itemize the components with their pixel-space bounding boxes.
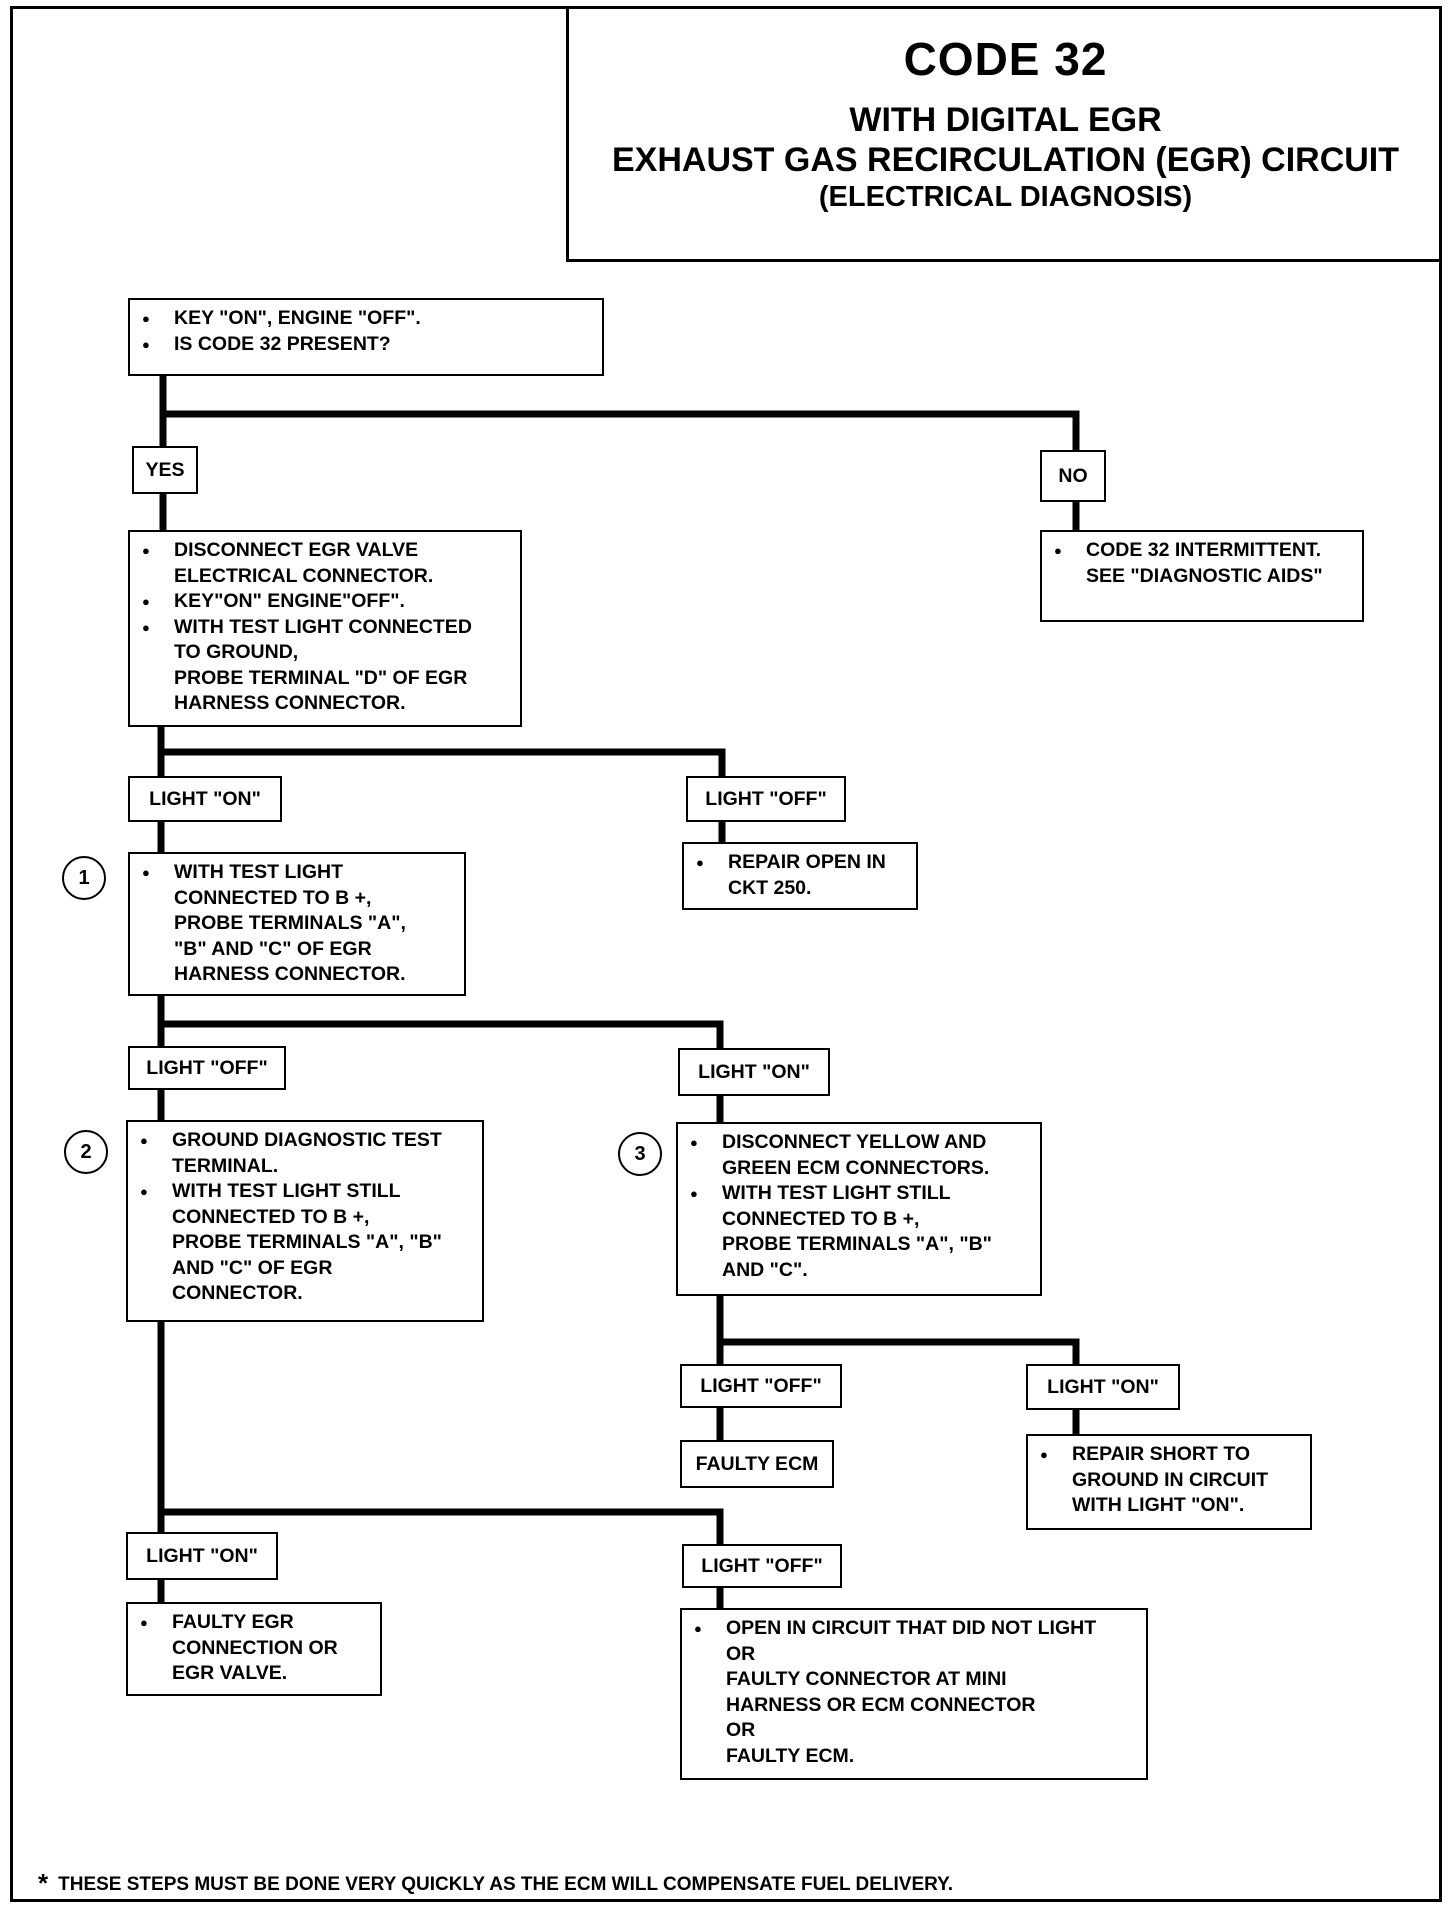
start-item-1: KEY "ON", ENGINE "OFF". [142,306,594,332]
title-line-3: (ELECTRICAL DIAGNOSIS) [818,181,1193,213]
start-question-box: KEY "ON", ENGINE "OFF". IS CODE 32 PRESE… [128,298,604,376]
yes-step-item-3: WITH TEST LIGHT CONNECTED TO GROUND, PRO… [142,615,512,717]
branch4-on-result: FAULTY EGR CONNECTION OR EGR VALVE. [140,1610,372,1687]
repair-short-to-ground-box: REPAIR SHORT TO GROUND IN CIRCUIT WITH L… [1026,1434,1312,1530]
step-3-box: DISCONNECT YELLOW AND GREEN ECM CONNECTO… [676,1122,1042,1296]
branch1-light-on-label: LIGHT "ON" [128,776,282,822]
branch3-light-off-label: LIGHT "OFF" [680,1364,842,1408]
no-result-item: CODE 32 INTERMITTENT. SEE "DIAGNOSTIC AI… [1054,538,1354,589]
branch2-light-on-label: LIGHT "ON" [678,1048,830,1096]
step-1-marker: 1 [62,856,106,900]
connector-branch4 [157,1318,724,1550]
yes-label: YES [132,446,198,494]
footnote-text: THESE STEPS MUST BE DONE VERY QUICKLY AS… [58,1874,954,1895]
branch1-light-off-label: LIGHT "OFF" [686,776,846,822]
title-line-1: WITH DIGITAL EGR [849,101,1162,139]
no-label: NO [1040,450,1106,502]
start-item-2: IS CODE 32 PRESENT? [142,332,594,358]
disconnect-egr-step-box: DISCONNECT EGR VALVE ELECTRICAL CONNECTO… [128,530,522,727]
connector-branch3 [716,1292,1080,1372]
intermittent-result-box: CODE 32 INTERMITTENT. SEE "DIAGNOSTIC AI… [1040,530,1364,622]
step-2-marker: 2 [64,1130,108,1174]
faulty-egr-connection-box: FAULTY EGR CONNECTION OR EGR VALVE. [126,1602,382,1696]
page-title: CODE 32 [903,33,1108,85]
step-2-box: GROUND DIAGNOSTIC TEST TERMINAL. WITH TE… [126,1120,484,1322]
step-3-marker: 3 [618,1132,662,1176]
connector-branch1 [157,723,726,784]
branch2-light-off-label: LIGHT "OFF" [128,1046,286,1090]
branch4-light-off-label: LIGHT "OFF" [682,1544,842,1588]
branch4-off-result: OPEN IN CIRCUIT THAT DID NOT LIGHT OR FA… [694,1616,1138,1769]
step3-item-2: WITH TEST LIGHT STILL CONNECTED TO B +, … [690,1181,1032,1283]
branch3-on-result: REPAIR SHORT TO GROUND IN CIRCUIT WITH L… [1040,1442,1302,1519]
open-circuit-result-box: OPEN IN CIRCUIT THAT DID NOT LIGHT OR FA… [680,1608,1148,1780]
yes-step-item-2: KEY"ON" ENGINE"OFF". [142,589,512,615]
repair-open-ckt250-box: REPAIR OPEN IN CKT 250. [682,842,918,910]
footnote-asterisk: * [38,1868,49,1898]
branch1-off-result: REPAIR OPEN IN CKT 250. [696,850,908,901]
step2-item-1: GROUND DIAGNOSTIC TEST TERMINAL. [140,1128,474,1179]
branch4-light-on-label: LIGHT "ON" [126,1532,278,1580]
page-frame [10,6,1442,1902]
step1-item: WITH TEST LIGHT CONNECTED TO B +, PROBE … [142,860,456,988]
title-block: CODE 32 WITH DIGITAL EGR EXHAUST GAS REC… [566,6,1442,262]
faulty-ecm-box: FAULTY ECM [680,1440,834,1488]
step3-item-1: DISCONNECT YELLOW AND GREEN ECM CONNECTO… [690,1130,1032,1181]
step-1-box: WITH TEST LIGHT CONNECTED TO B +, PROBE … [128,852,466,996]
step2-item-2: WITH TEST LIGHT STILL CONNECTED TO B +, … [140,1179,474,1307]
yes-step-item-1: DISCONNECT EGR VALVE ELECTRICAL CONNECTO… [142,538,512,589]
footnote: * THESE STEPS MUST BE DONE VERY QUICKLY A… [38,1866,954,1898]
connector-to-no [159,410,1080,454]
connector-branch2 [157,992,724,1054]
branch3-light-on-label: LIGHT "ON" [1026,1364,1180,1410]
title-line-2: EXHAUST GAS RECIRCULATION (EGR) CIRCUIT [611,141,1400,179]
